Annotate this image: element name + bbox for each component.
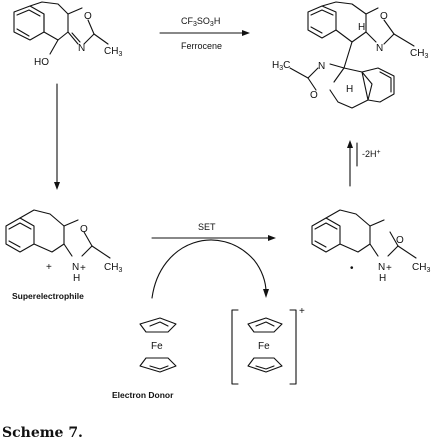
radical-cation-structure bbox=[311, 209, 417, 259]
set-arrow-head bbox=[268, 235, 276, 241]
se-h-label: H bbox=[73, 273, 80, 284]
sm-hydroxyl-label: HO bbox=[34, 57, 49, 68]
sm-methyl-label: CH3 bbox=[104, 46, 122, 58]
dimer-h-lower: H bbox=[346, 84, 353, 95]
ferrocenium-fe-label: Fe bbox=[258, 341, 270, 352]
ferrocene-structure bbox=[139, 317, 177, 373]
set-label: SET bbox=[198, 222, 216, 232]
starting-alcohol bbox=[13, 1, 109, 55]
acid-reagent-label: CF3SO3H bbox=[181, 16, 220, 28]
rc-h-label: H bbox=[379, 273, 386, 284]
ferrocenium-structure bbox=[231, 309, 297, 385]
sm-nitrogen-label: N bbox=[78, 43, 85, 54]
sm-oxygen-label: O bbox=[84, 11, 92, 22]
se-methyl-label: CH3 bbox=[104, 262, 122, 274]
up-arrow-head bbox=[347, 140, 353, 148]
rc-nitrogen-label: N bbox=[378, 262, 385, 273]
dimer-product bbox=[289, 1, 415, 109]
deprotonation-label: -2H+ bbox=[362, 149, 381, 159]
electron-donor-label: Electron Donor bbox=[112, 390, 174, 400]
curve-arrow-head bbox=[263, 289, 269, 298]
dimer-methyl-lower: H3C bbox=[272, 60, 290, 72]
dimer-h-upper: H bbox=[358, 22, 365, 33]
top-arrow-head bbox=[242, 30, 250, 36]
dimer-nitrogen-upper: N bbox=[376, 43, 383, 54]
superelectrophile-label: Superelectrophile bbox=[12, 291, 84, 301]
dimer-oxygen-lower: O bbox=[310, 90, 318, 101]
ferrocene-fe-label: Fe bbox=[151, 341, 163, 352]
ferrocenium-charge: + bbox=[299, 306, 305, 317]
scheme-caption: Scheme 7. bbox=[2, 425, 83, 441]
catalyst-label: Ferrocene bbox=[181, 41, 222, 51]
superelectrophile-structure bbox=[5, 209, 111, 259]
dimer-oxygen-upper: O bbox=[380, 11, 388, 22]
dimer-nitrogen-lower: N bbox=[318, 61, 325, 72]
down-arrow-head bbox=[54, 182, 60, 190]
electron-transfer-curve bbox=[151, 239, 267, 299]
dimer-methyl-upper: CH3 bbox=[410, 48, 428, 60]
se-c-plus: + bbox=[46, 262, 52, 273]
rc-n-plus: + bbox=[386, 263, 392, 274]
rc-radical-dot: • bbox=[350, 263, 354, 274]
rc-oxygen-label: O bbox=[396, 235, 404, 246]
se-n-plus: + bbox=[80, 263, 86, 274]
rc-methyl-label: CH3 bbox=[412, 262, 430, 274]
se-nitrogen-label: N bbox=[72, 262, 79, 273]
se-oxygen-label: O bbox=[80, 224, 88, 235]
